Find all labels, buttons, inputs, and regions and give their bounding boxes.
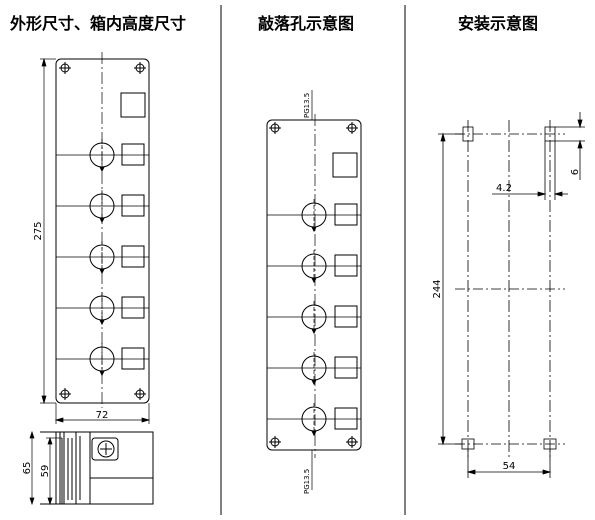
install-hole-tr — [544, 126, 556, 142]
knockout-button-3 — [267, 301, 361, 335]
knockout-hole-br — [346, 436, 358, 448]
side-actuator-head — [97, 440, 115, 458]
side-cover — [55, 431, 91, 505]
dim-hole-height-label: 6 — [570, 169, 581, 175]
title-knockout: 敲落孔示意图 — [258, 14, 355, 33]
knockout-view — [266, 90, 362, 490]
install-hole-tl — [462, 126, 474, 142]
knockout-enclosure — [266, 119, 362, 451]
mount-hole-bl — [59, 388, 71, 400]
knockout-label-window — [332, 152, 358, 178]
outline-button-3 — [56, 241, 149, 275]
dim-depth-outer-label: 65 — [22, 462, 33, 475]
knockout-hole-tr — [346, 122, 358, 134]
dim-height-label: 275 — [33, 221, 44, 240]
mount-hole-br — [134, 388, 146, 400]
dim-pitch-horizontal-label: 54 — [503, 461, 516, 472]
knockout-button-5 — [267, 403, 361, 437]
title-outline: 外形尺寸、箱内高度尺寸 — [10, 14, 187, 33]
knockout-button-1 — [267, 199, 361, 233]
side-actuator — [91, 437, 119, 461]
dim-pitch-vertical-label: 244 — [432, 279, 443, 298]
mount-hole-tl — [59, 62, 71, 74]
side-view — [40, 431, 154, 505]
install-hole-br — [543, 438, 557, 450]
dim-width-label: 72 — [96, 410, 109, 421]
mount-hole-tr — [134, 62, 146, 74]
outline-view — [55, 52, 150, 408]
knockout-hole-bl — [269, 436, 281, 448]
outline-button-4 — [56, 292, 149, 326]
pg-label-bottom: PG13.5 — [303, 469, 311, 494]
side-dims — [29, 430, 62, 506]
label-window-top — [120, 92, 146, 118]
install-view — [438, 112, 585, 478]
outline-dims — [40, 57, 151, 424]
pg-label-top: PG13.5 — [303, 93, 311, 118]
enclosure-front — [55, 58, 150, 404]
outline-button-2 — [56, 190, 149, 224]
outline-button-5 — [56, 343, 149, 377]
dim-hole-width-label: 4.2 — [496, 183, 512, 194]
outline-button-1 — [56, 139, 149, 173]
knockout-button-4 — [267, 352, 361, 386]
knockout-hole-tl — [269, 122, 281, 134]
title-install: 安装示意图 — [458, 14, 539, 33]
dim-depth-inner-label: 59 — [40, 465, 51, 478]
side-body — [55, 431, 154, 505]
knockout-button-2 — [267, 250, 361, 284]
